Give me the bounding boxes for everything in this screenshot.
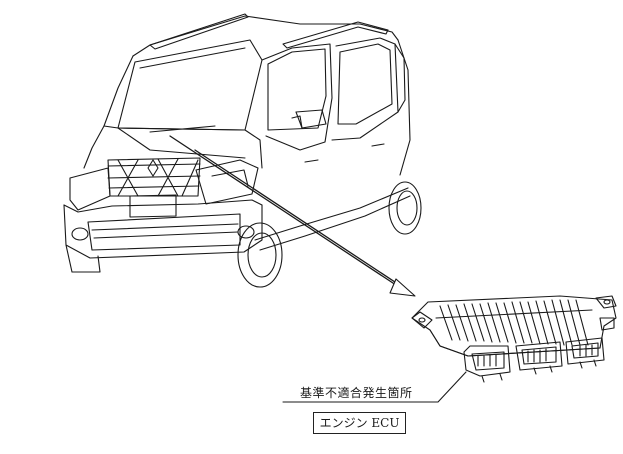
leader-line [282, 371, 467, 403]
engine-ecu-illustration [411, 295, 617, 383]
part-name-label: エンジン ECU [319, 416, 400, 430]
defect-location-label: 基準不適合発生箇所 [300, 386, 413, 400]
car-illustration [63, 13, 422, 288]
part-name-box: エンジン ECU [313, 412, 406, 434]
pointer-arrow [169, 135, 416, 297]
